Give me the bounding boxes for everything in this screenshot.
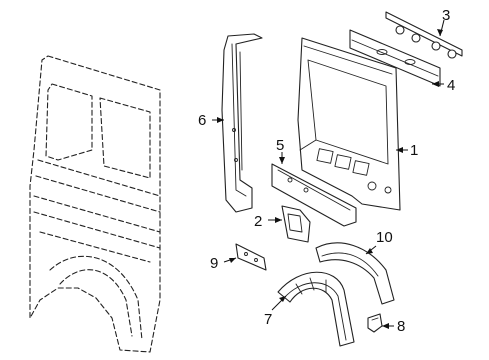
part-5-lower-rail xyxy=(271,163,357,227)
callout-9: 9 xyxy=(210,255,218,272)
callout-6: 6 xyxy=(198,112,206,129)
part-10-wheelhouse-ext xyxy=(315,242,395,305)
van-side-body-outline xyxy=(29,55,161,353)
leader-lines xyxy=(212,19,445,329)
callout-labels: 1 2 3 4 5 6 7 8 9 10 xyxy=(198,7,455,335)
part-9-reinforcement xyxy=(235,243,267,271)
callout-4: 4 xyxy=(447,77,455,94)
callout-7: 7 xyxy=(264,311,272,328)
part-1-inner-panel xyxy=(297,37,401,211)
callout-5: 5 xyxy=(276,137,284,154)
part-7-wheelhouse xyxy=(277,271,355,347)
callout-2: 2 xyxy=(254,213,262,230)
part-6-pillar xyxy=(221,33,263,213)
part-8-small-bracket xyxy=(367,313,383,333)
callout-1: 1 xyxy=(410,142,418,159)
part-4-upper-rail xyxy=(349,29,441,87)
callout-8: 8 xyxy=(397,318,405,335)
part-3-clip-strip xyxy=(385,11,463,59)
callout-10: 10 xyxy=(376,229,393,246)
callout-3: 3 xyxy=(442,7,450,24)
part-2-bracket xyxy=(281,205,311,243)
